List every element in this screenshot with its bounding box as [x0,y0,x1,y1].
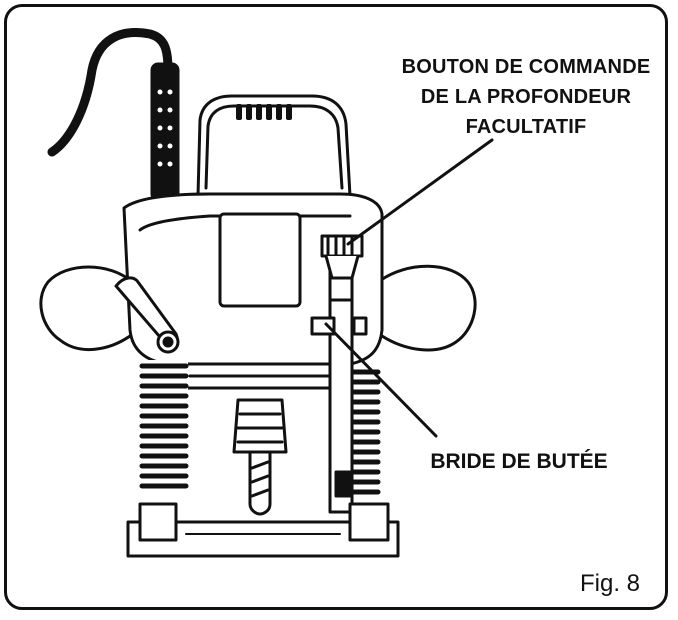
collet-nut [232,398,288,454]
stop-flange-label: BRIDE DE BUTÉE [430,450,608,473]
power-cord [47,28,173,157]
knob-leader-line [346,138,494,246]
depth-knob-callout: BOUTON DE COMMANDE DE LA PROFONDEUR FACU… [380,52,672,142]
figure-number: Fig. 8 [580,570,641,597]
depth-knob-label-line3: FACULTATIF [465,116,587,138]
right-spring [331,369,381,495]
left-spring [139,360,189,490]
vent-slots [236,104,292,120]
right-handle [376,264,477,352]
cord-strain-relief [150,62,180,202]
motor-housing [196,94,352,198]
stop-flange [310,316,336,336]
flange-leader-line [324,322,438,438]
figure-frame [4,4,668,610]
label-window [218,212,302,308]
depth-knob-label-line1: BOUTON DE COMMANDE [401,56,651,78]
depth-knob-label-line2: DE LA PROFONDEUR [420,86,632,108]
left-handle [39,265,134,352]
